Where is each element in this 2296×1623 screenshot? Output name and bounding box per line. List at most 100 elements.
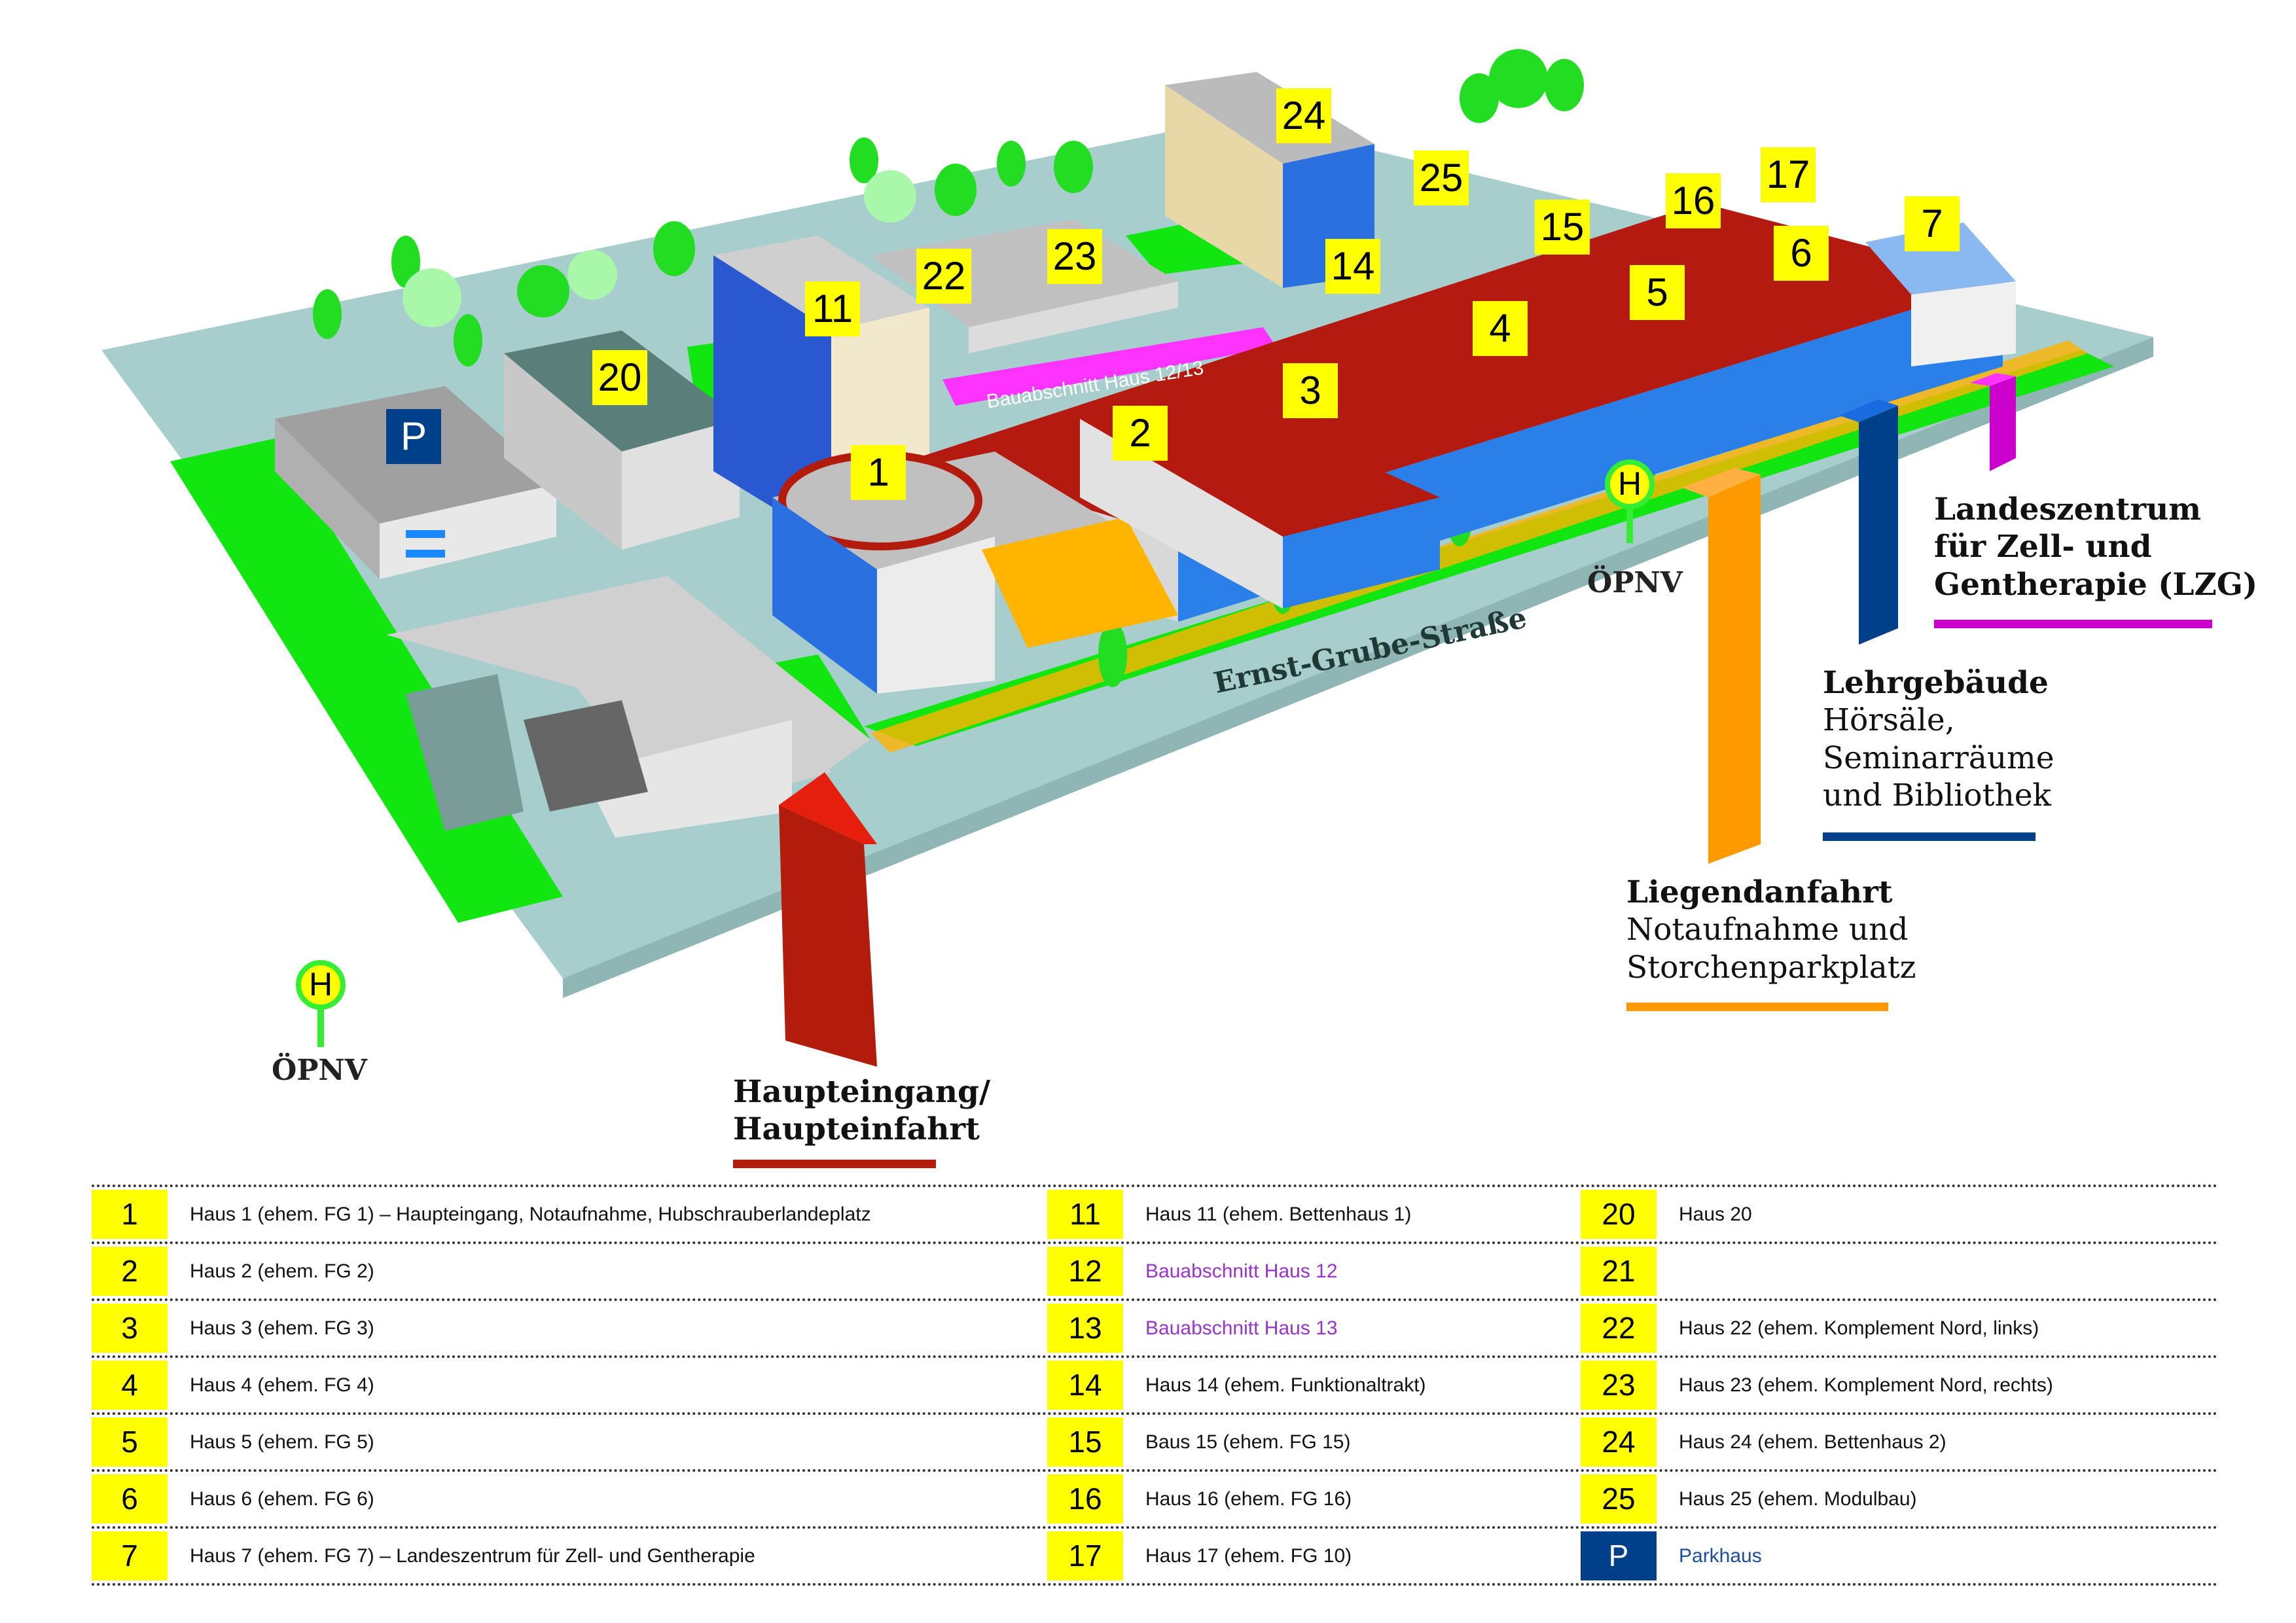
lzg-underline: [1934, 620, 2212, 628]
legend-number: 3: [92, 1304, 168, 1353]
bus-stop-icon-1: [1605, 459, 1655, 543]
oepnv-label-1: ÖPNV: [1587, 566, 1683, 599]
legend-number: 1: [92, 1190, 168, 1239]
legend-description: Parkhaus: [1679, 1545, 1762, 1567]
legend-description: Haus 3 (ehem. FG 3): [190, 1317, 374, 1339]
building-tag-23: 23: [1047, 229, 1102, 284]
label-main-entrance: Haupteingang/ Haupteinfahrt: [733, 1073, 990, 1149]
building-tag-11: 11: [805, 281, 860, 336]
legend-description: Haus 17 (ehem. FG 10): [1145, 1545, 1352, 1567]
legend-description: Bauabschnitt Haus 12: [1145, 1260, 1338, 1282]
legend-table: 1 Haus 1 (ehem. FG 1) – Haupteingang, Not…: [92, 1185, 2219, 1586]
building-tag-24: 24: [1276, 88, 1331, 143]
legend-row: 1 Haus 1 (ehem. FG 1) – Haupteingang, Not…: [92, 1185, 2219, 1241]
building-tag-6: 6: [1774, 226, 1829, 281]
legend-description: Haus 1 (ehem. FG 1) – Haupteingang, Nota…: [190, 1204, 871, 1225]
teaching-line-2: Seminarräume: [1823, 740, 2054, 776]
legend-number: 11: [1047, 1190, 1123, 1239]
legend-row: 4 Haus 4 (ehem. FG 4) 14 Haus 14 (ehem. Fun…: [92, 1355, 2219, 1412]
arrow-teaching: [1859, 406, 1898, 645]
lzg-title-3: Gentherapie (LZG): [1934, 566, 2258, 603]
building-tag-14: 14: [1325, 239, 1380, 294]
teaching-line-1: Hörsäle,: [1823, 702, 1955, 739]
teaching-underline: [1823, 832, 2036, 841]
legend-description: Haus 5 (ehem. FG 5): [190, 1431, 374, 1453]
emergency-line-1: Notaufnahme und: [1626, 912, 1909, 948]
emergency-underline: [1626, 1003, 1888, 1011]
main-entrance-title-2: Haupteinfahrt: [733, 1111, 980, 1148]
campus-map: H H 1 2 3 4 5 6 7 11 14 15 16 17 20 22 2…: [101, 49, 2257, 1168]
building-tag-17: 17: [1761, 147, 1816, 202]
legend-row: 6 Haus 6 (ehem. FG 6) 16 Haus 16 (ehem. FG …: [92, 1469, 2219, 1526]
legend-number: 7: [92, 1531, 168, 1580]
legend-number: 14: [1047, 1361, 1123, 1410]
lzg-title-2: für Zell- und: [1934, 529, 2152, 565]
main-entrance-title-1: Haupteingang/: [733, 1074, 991, 1110]
building-tag-5: 5: [1630, 265, 1685, 320]
building-tag-3: 3: [1283, 363, 1338, 418]
emergency-title: Liegendanfahrt: [1626, 874, 1893, 910]
building-tag-7: 7: [1905, 196, 1960, 251]
label-emergency: Liegendanfahrt Notaufnahme und Storchenp…: [1626, 874, 1916, 986]
teaching-line-3: und Bibliothek: [1823, 777, 2052, 813]
legend-number: 20: [1581, 1190, 1657, 1239]
label-teaching: Lehrgebäude Hörsäle, Seminarräume und Bi…: [1823, 664, 2054, 814]
legend-description: Haus 4 (ehem. FG 4): [190, 1374, 374, 1396]
legend-description: Haus 16 (ehem. FG 16): [1145, 1488, 1352, 1510]
legend-description: Haus 22 (ehem. Komplement Nord, links): [1679, 1317, 2039, 1339]
legend-row: 7 Haus 7 (ehem. FG 7) – Landeszentrum für…: [92, 1526, 2219, 1586]
legend-description: Haus 6 (ehem. FG 6): [190, 1488, 374, 1510]
legend-description: Haus 24 (ehem. Bettenhaus 2): [1679, 1431, 1946, 1453]
legend-number: 22: [1581, 1304, 1657, 1353]
legend-description: Haus 2 (ehem. FG 2): [190, 1260, 374, 1282]
emergency-line-2: Storchenparkplatz: [1626, 949, 1916, 986]
legend-description: Haus 20: [1679, 1204, 1752, 1225]
building-main-front: [772, 451, 1178, 694]
bus-stop-letter-2: H: [309, 966, 333, 1003]
legend-description: Haus 23 (ehem. Komplement Nord, rechts): [1679, 1374, 2053, 1396]
legend-description: Haus 25 (ehem. Modulbau): [1679, 1488, 1917, 1510]
parking-lot: [406, 674, 524, 831]
oepnv-label-2: ÖPNV: [272, 1054, 367, 1087]
legend-number: P: [1581, 1531, 1657, 1580]
legend-number: 2: [92, 1247, 168, 1296]
building-tag-15: 15: [1535, 200, 1590, 255]
building-tag-1: 1: [851, 445, 906, 500]
teaching-title: Lehrgebäude: [1823, 665, 2049, 701]
building-tag-20: 20: [592, 350, 647, 405]
legend-number: 23: [1581, 1361, 1657, 1410]
parking-house-tag: P: [386, 409, 441, 464]
arrow-lzg: [1990, 376, 2016, 471]
legend-description: Haus 7 (ehem. FG 7) – Landeszentrum für …: [190, 1545, 755, 1567]
bus-stop-letter-1: H: [1618, 465, 1642, 502]
lzg-title-1: Landeszentrum: [1934, 491, 2202, 527]
legend-number: 24: [1581, 1418, 1657, 1467]
building-tag-16: 16: [1666, 173, 1721, 228]
legend-description: Baus 15 (ehem. FG 15): [1145, 1431, 1351, 1453]
building-tag-25: 25: [1414, 151, 1469, 205]
label-lzg: Landeszentrum für Zell- und Gentherapie …: [1934, 491, 2257, 603]
legend-row: 3 Haus 3 (ehem. FG 3) 13 Bauabschnitt Haus …: [92, 1298, 2219, 1355]
legend-number: 21: [1581, 1247, 1657, 1296]
arrow-emergency: [1708, 474, 1761, 864]
legend-row: 5 Haus 5 (ehem. FG 5) 15 Baus 15 (ehem. FG …: [92, 1412, 2219, 1469]
legend-row: 2 Haus 2 (ehem. FG 2) 12 Bauabschnitt Haus …: [92, 1241, 2219, 1298]
building-tag-2: 2: [1113, 406, 1168, 461]
legend-number: 12: [1047, 1247, 1123, 1296]
building-2: [1080, 393, 1440, 609]
legend-description: Haus 11 (ehem. Bettenhaus 1): [1145, 1204, 1412, 1225]
legend-number: 25: [1581, 1474, 1657, 1524]
legend-number: 13: [1047, 1304, 1123, 1353]
legend-number: 15: [1047, 1418, 1123, 1467]
legend-number: 16: [1047, 1474, 1123, 1524]
building-tag-22: 22: [916, 249, 971, 304]
legend-number: 4: [92, 1361, 168, 1410]
building-tag-4: 4: [1473, 301, 1528, 356]
legend-number: 5: [92, 1418, 168, 1467]
legend-number: 6: [92, 1474, 168, 1524]
legend-description: Bauabschnitt Haus 13: [1145, 1317, 1338, 1339]
legend-number: 17: [1047, 1531, 1123, 1580]
campus-map-graphic: [101, 49, 2153, 1067]
legend-description: Haus 14 (ehem. Funktionaltrakt): [1145, 1374, 1426, 1396]
building-7: [1865, 223, 2016, 366]
